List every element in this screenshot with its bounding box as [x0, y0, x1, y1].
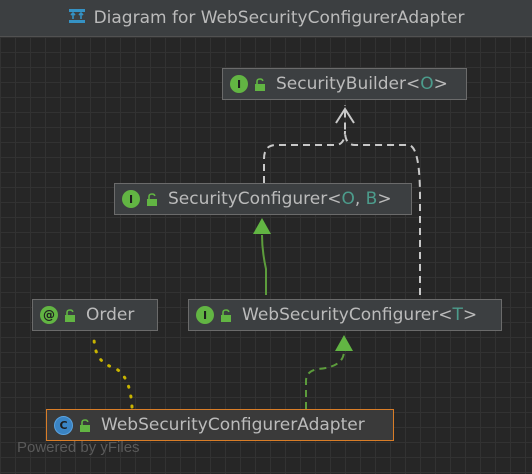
lock-icon: [65, 308, 75, 322]
edge-adapter-to-order[interactable]: [92, 335, 134, 409]
node-order[interactable]: @ Order: [32, 299, 158, 331]
title-wrap: Diagram for WebSecurityConfigurerAdapter: [68, 8, 465, 28]
node-web-security-configurer[interactable]: I WebSecurityConfigurer<T>: [188, 299, 502, 331]
node-label: WebSecurityConfigurer<T>: [242, 305, 478, 325]
diagram-canvas[interactable]: I SecurityBuilder<O> I SecurityConfigure…: [0, 37, 532, 474]
node-security-builder[interactable]: I SecurityBuilder<O>: [222, 68, 467, 100]
interface-icon: I: [122, 190, 140, 208]
interface-icon: I: [230, 75, 248, 93]
node-web-security-configurer-adapter[interactable]: C WebSecurityConfigurerAdapter: [46, 409, 394, 441]
arrowhead-wsc: [335, 335, 353, 351]
node-label: Order: [86, 305, 135, 325]
diagram-edges: [92, 105, 421, 409]
edge-adapter-to-wsc[interactable]: [305, 350, 345, 409]
interface-icon: I: [196, 306, 214, 324]
diagram-title-bar: Diagram for WebSecurityConfigurerAdapter: [0, 0, 532, 37]
yfiles-watermark: Powered by yFiles: [17, 439, 140, 456]
arrowhead-security-builder: [335, 107, 355, 124]
edge-sc-to-security-builder[interactable]: [263, 130, 346, 183]
node-label: SecurityConfigurer<O, B>: [168, 189, 392, 209]
node-label: WebSecurityConfigurerAdapter: [101, 415, 365, 435]
lock-icon: [221, 308, 231, 322]
edge-wsc-to-security-builder[interactable]: [344, 105, 421, 295]
node-label: SecurityBuilder<O>: [276, 74, 448, 94]
edge-wsc-to-security-configurer[interactable]: [261, 234, 267, 295]
arrowhead-security-configurer: [253, 218, 271, 234]
annotation-icon: @: [40, 306, 58, 324]
lock-icon: [255, 77, 265, 91]
node-security-configurer[interactable]: I SecurityConfigurer<O, B>: [114, 183, 412, 215]
lock-icon: [147, 192, 157, 206]
diagram-title: Diagram for WebSecurityConfigurerAdapter: [93, 8, 465, 28]
class-icon: C: [54, 415, 73, 435]
diagram-icon: [68, 8, 86, 28]
lock-icon: [80, 418, 90, 432]
